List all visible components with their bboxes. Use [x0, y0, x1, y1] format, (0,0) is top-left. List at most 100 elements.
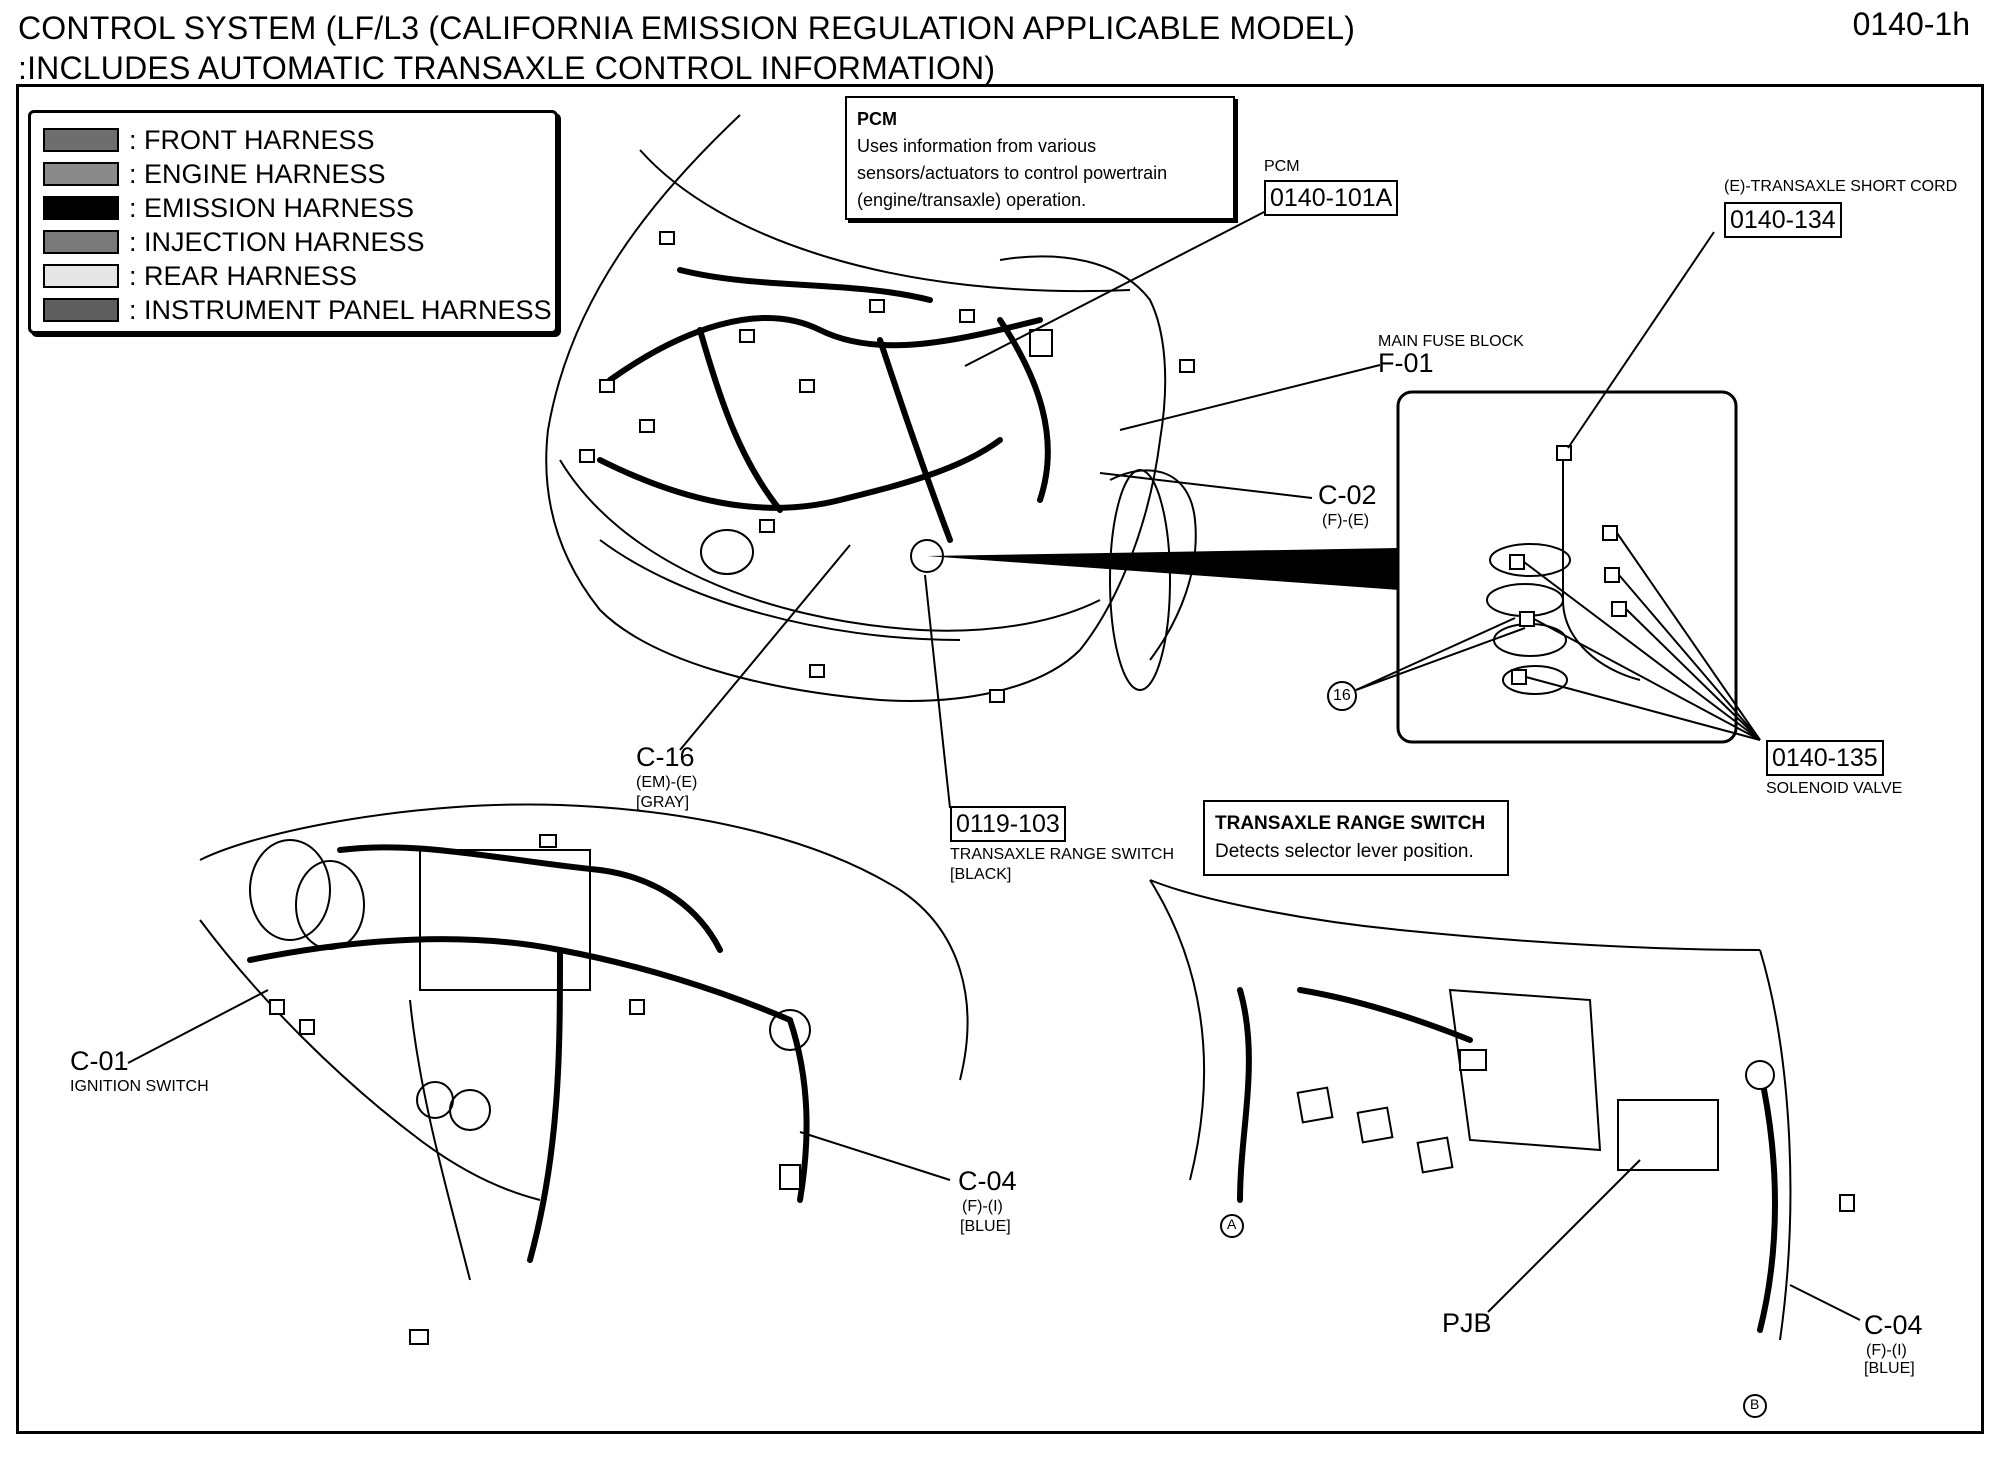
swatch-emission [43, 196, 119, 220]
pcm-info-box: PCM Uses information from various sensor… [845, 96, 1235, 220]
range-switch-info-box: TRANSAXLE RANGE SWITCH Detects selector … [1203, 800, 1509, 876]
connector [759, 519, 775, 533]
ignition-switch-label: IGNITION SWITCH [70, 1078, 209, 1095]
dashboard-outline [199, 803, 969, 1081]
car-fender-outline [999, 255, 1167, 651]
swatch-front [43, 128, 119, 152]
legend-item-injection: : INJECTION HARNESS [43, 225, 555, 259]
pjb-box [1617, 1099, 1719, 1171]
leader-c02 [1099, 472, 1313, 499]
legend-item-rear: : REAR HARNESS [43, 259, 555, 293]
car-hood-outline [545, 114, 1081, 702]
connector [959, 309, 975, 323]
c04-left-sub: (F)-(I) [962, 1198, 1003, 1215]
circle-16 [1327, 681, 1357, 711]
circle-16-text: 16 [1333, 687, 1351, 704]
ip-harness-right [787, 1017, 810, 1203]
legend-item-emission: : EMISSION HARNESS [43, 191, 555, 225]
range-switch-label: TRANSAXLE RANGE SWITCH [950, 846, 1175, 863]
swatch-engine [43, 162, 119, 186]
short-cord-code[interactable]: 0140-134 [1724, 202, 1842, 238]
connector [989, 689, 1005, 703]
console-column [409, 999, 471, 1281]
harness-cross-1 [697, 327, 783, 513]
connector [1029, 329, 1053, 357]
floor-panel-outline [1149, 879, 1761, 951]
leader-pcm [964, 209, 1269, 367]
c04-right-color: [BLUE] [1864, 1360, 1915, 1377]
ip-harness [247, 936, 793, 1023]
connector [869, 299, 885, 313]
ip-harness-upper [337, 844, 723, 953]
pcm-code[interactable]: 0140-101A [1264, 180, 1399, 216]
center-console [419, 849, 591, 991]
circle-b [1743, 1394, 1767, 1418]
floor-panel-edge [1149, 879, 1206, 1181]
dashboard-lower [199, 919, 541, 1201]
car-hood-edge [639, 149, 1131, 293]
vent [416, 1081, 454, 1119]
page-code: 0140-1h [1852, 6, 1970, 42]
main-fuse-label: MAIN FUSE BLOCK [1378, 333, 1524, 350]
range-switch-color: [BLACK] [950, 866, 1012, 883]
leader-16 [1355, 617, 1516, 691]
leader-pjb [1487, 1159, 1641, 1313]
connector [639, 419, 655, 433]
c02-label: C-02 [1318, 480, 1377, 510]
harness-legend: : FRONT HARNESS : ENGINE HARNESS : EMISS… [28, 110, 558, 334]
ip-harness-right [1757, 1067, 1778, 1333]
leader-short-cord [1567, 231, 1715, 449]
title-line-1: CONTROL SYSTEM (LF/L3 (CALIFORNIA EMISSI… [18, 10, 1356, 46]
c04-left-color: [BLUE] [960, 1218, 1011, 1235]
left-headlight [700, 529, 754, 575]
pcm-info-heading: PCM [857, 109, 897, 129]
connector [809, 664, 825, 678]
leader-c04-right [1789, 1284, 1861, 1321]
leader-main-fuse [1119, 364, 1381, 431]
car-bumper [559, 459, 1101, 632]
solenoid-code[interactable]: 0140-135 [1766, 740, 1884, 776]
pcm-label: PCM [1264, 158, 1300, 175]
harness-top [677, 267, 933, 303]
pcm-info-line: sensors/actuators to control powertrain [857, 163, 1168, 183]
c04-right-sub: (F)-(I) [1866, 1342, 1907, 1359]
page-title: CONTROL SYSTEM (LF/L3 (CALIFORNIA EMISSI… [18, 8, 1355, 88]
c02-sub: (F)-(E) [1322, 512, 1370, 529]
c04-left-label: C-04 [958, 1166, 1017, 1196]
cluster-gauge [295, 860, 365, 950]
wheel-arch [1109, 469, 1197, 661]
legend-item-engine: : ENGINE HARNESS [43, 157, 555, 191]
range-info-line: Detects selector lever position. [1215, 841, 1474, 862]
circle-b-text: B [1750, 1396, 1760, 1412]
swatch-rear [43, 264, 119, 288]
range-switch-code[interactable]: 0119-103 [950, 806, 1066, 842]
zoom-wedge [927, 548, 1400, 590]
vent [449, 1089, 491, 1131]
rear-harness-2 [1297, 987, 1473, 1043]
c01-label: C-01 [70, 1046, 129, 1076]
pedal-well [1448, 988, 1602, 1152]
harness-cross-2 [877, 337, 953, 543]
cluster-gauge [249, 839, 331, 941]
front-wheel [1109, 469, 1171, 691]
c16-sub: (EM)-(E) [636, 774, 698, 791]
legend-item-instrument-panel: : INSTRUMENT PANEL HARNESS [43, 293, 555, 327]
vent [769, 1009, 811, 1051]
circle-a-text: A [1227, 1216, 1237, 1232]
main-fuse-code: F-01 [1378, 348, 1434, 378]
legend-item-front: : FRONT HARNESS [43, 123, 555, 157]
leader-c16 [679, 544, 851, 751]
c16-color: [GRAY] [636, 794, 690, 811]
rear-harness [1237, 987, 1252, 1203]
car-grille [599, 539, 961, 641]
c04-right-label: C-04 [1864, 1310, 1923, 1340]
connector [599, 379, 615, 393]
harness-lower [597, 437, 1003, 511]
pcm-info-line: Uses information from various [857, 136, 1097, 156]
solenoid-cord [1562, 458, 1641, 681]
connector [799, 379, 815, 393]
ip-harness-down [527, 947, 563, 1263]
swatch-injection [43, 230, 119, 254]
connector [659, 231, 675, 245]
